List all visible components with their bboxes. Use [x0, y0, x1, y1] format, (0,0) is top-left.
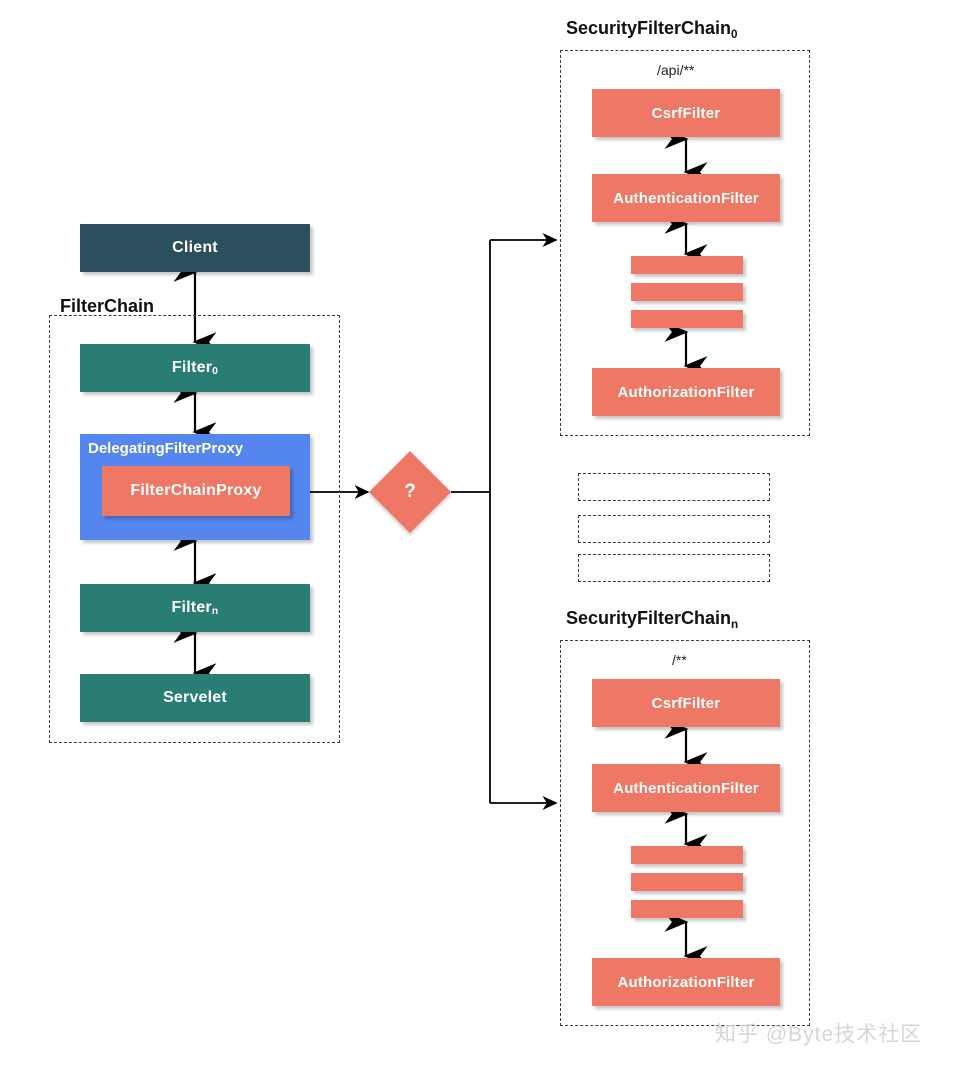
watermark: 知乎 @Byte技术社区: [715, 1023, 923, 1046]
chain-n-filter-placeholder-2[interactable]: [631, 873, 743, 891]
filterchain-frame: [49, 315, 340, 743]
chain-0-filter-placeholder-2[interactable]: [631, 283, 743, 301]
node-filter-chain-proxy[interactable]: FilterChainProxy: [102, 466, 290, 516]
chain-n-title-text: SecurityFilterChain: [566, 608, 732, 628]
chain-n-pattern: /**: [672, 652, 687, 668]
chain-0-filter-csrf[interactable]: CsrfFilter: [592, 89, 780, 137]
node-delegating-filter-proxy[interactable]: DelegatingFilterProxy FilterChainProxy: [80, 434, 310, 540]
chain-n-title-subscript: n: [731, 617, 739, 631]
decision-diamond-label: ?: [404, 481, 416, 502]
chain-0-filter-placeholder-1[interactable]: [631, 256, 743, 274]
node-client[interactable]: Client: [80, 224, 310, 272]
node-filter-0-label: Filter: [171, 359, 213, 376]
chain-n-title: SecurityFilterChainn: [566, 608, 739, 631]
chain-0-title-subscript: 0: [731, 27, 738, 41]
chain-n-filter-csrf[interactable]: CsrfFilter: [592, 679, 780, 727]
node-delegating-filter-proxy-label: DelegatingFilterProxy: [88, 440, 244, 457]
node-servelet[interactable]: Servelet: [80, 674, 310, 722]
chain-n-frame: [560, 640, 810, 1026]
chain-0-filter-placeholder-3[interactable]: [631, 310, 743, 328]
node-filter-0-subscript: 0: [212, 365, 219, 377]
chain-0-frame: [560, 50, 810, 436]
chain-n-filter-authorization[interactable]: AuthorizationFilter: [592, 958, 780, 1006]
chain-n-filter-placeholder-3[interactable]: [631, 900, 743, 918]
chain-ellipsis-placeholder-3: [578, 554, 770, 582]
chain-n-filter-authentication[interactable]: AuthenticationFilter: [592, 764, 780, 812]
node-filter-n-subscript: n: [211, 605, 219, 617]
chain-ellipsis-placeholder-2: [578, 515, 770, 543]
filterchain-group-label: FilterChain: [60, 296, 155, 316]
chain-0-pattern: /api/**: [657, 62, 695, 78]
node-filter-n-label: Filter: [171, 599, 212, 616]
chain-0-title-text: SecurityFilterChain: [566, 18, 732, 38]
chain-ellipsis-placeholder-1: [578, 473, 770, 501]
chain-0-filter-authentication[interactable]: AuthenticationFilter: [592, 174, 780, 222]
chain-0-title: SecurityFilterChain0: [566, 18, 738, 41]
chain-0-filter-authorization[interactable]: AuthorizationFilter: [592, 368, 780, 416]
chain-n-filter-placeholder-1[interactable]: [631, 846, 743, 864]
